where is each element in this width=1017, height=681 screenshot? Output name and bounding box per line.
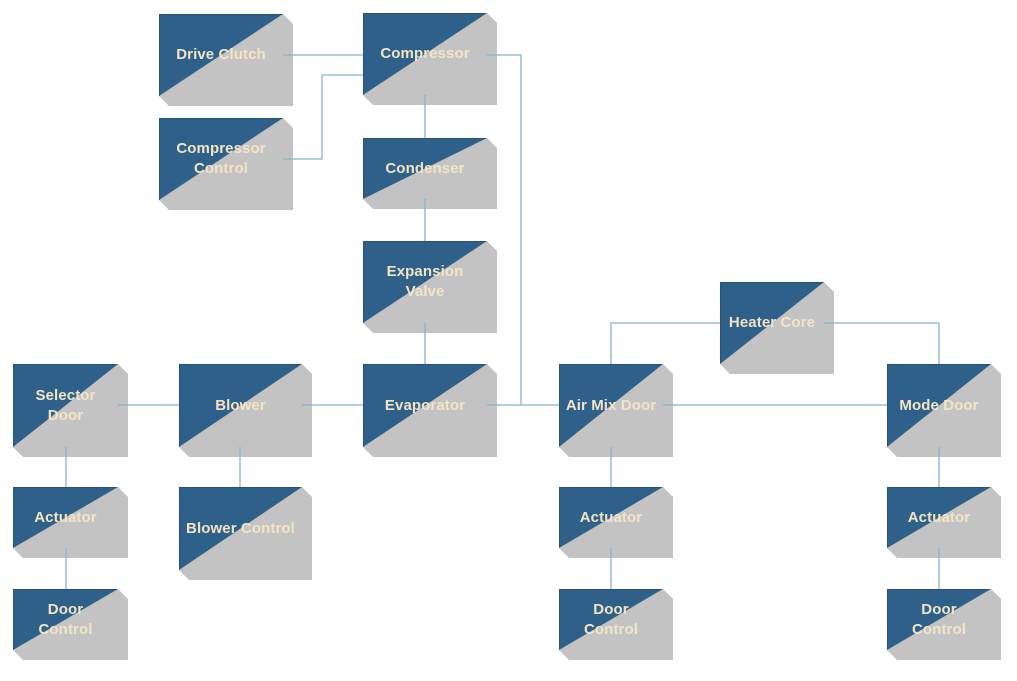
node-label: Blower [215,396,266,414]
node-label: Blower Control [186,519,295,537]
node-air-mix-door[interactable]: Air Mix Door [559,364,663,447]
node-condenser[interactable]: Condenser [363,138,487,199]
node-label: Actuator [34,508,97,526]
node-heater-core[interactable]: Heater Core [720,282,824,364]
node-label: Door Control [911,600,967,638]
edge-compressor--main-line [487,54,522,405]
node-label: Actuator [579,508,643,526]
node-expansion-valve[interactable]: Expansion Valve [363,241,487,323]
node-label: Heater Core [728,314,816,332]
edge-heater-core--mode-door [824,322,940,364]
node-blower-control[interactable]: Blower Control [179,487,302,570]
node-door-control-mode[interactable]: Door Control [887,589,991,650]
node-compressor[interactable]: Compressor [363,13,487,95]
node-label: Compressor Control [176,140,266,177]
node-mode-door[interactable]: Mode Door [887,364,991,447]
node-compressor-control[interactable]: Compressor Control [159,118,283,200]
node-label: Mode Door [899,396,979,414]
node-label: Compressor [380,45,470,63]
node-label: Actuator [907,508,971,526]
edge-compressor-control--compressor [283,74,363,160]
node-evaporator[interactable]: Evaporator [363,364,487,447]
node-actuator-selector[interactable]: Actuator [13,487,118,548]
node-actuator-mode[interactable]: Actuator [887,487,991,548]
node-door-control-airmix[interactable]: Door Control [559,589,663,650]
node-selector-door[interactable]: Selector Door [13,364,118,447]
edge-heater-core--air-mix-door [610,322,720,364]
node-label: Condenser [385,159,465,177]
node-label: Selector Door [35,386,96,424]
node-label: Air Mix Door [565,396,657,414]
node-label: Evaporator [384,396,466,414]
node-label: Drive Clutch [176,46,266,64]
node-label: Door Control [583,600,639,638]
node-label: Expansion Valve [386,263,464,300]
node-label: Door Control [38,600,93,638]
node-blower[interactable]: Blower [179,364,302,447]
node-drive-clutch[interactable]: Drive Clutch [159,14,283,96]
node-actuator-airmix[interactable]: Actuator [559,487,663,548]
node-door-control-selector[interactable]: Door Control [13,589,118,650]
